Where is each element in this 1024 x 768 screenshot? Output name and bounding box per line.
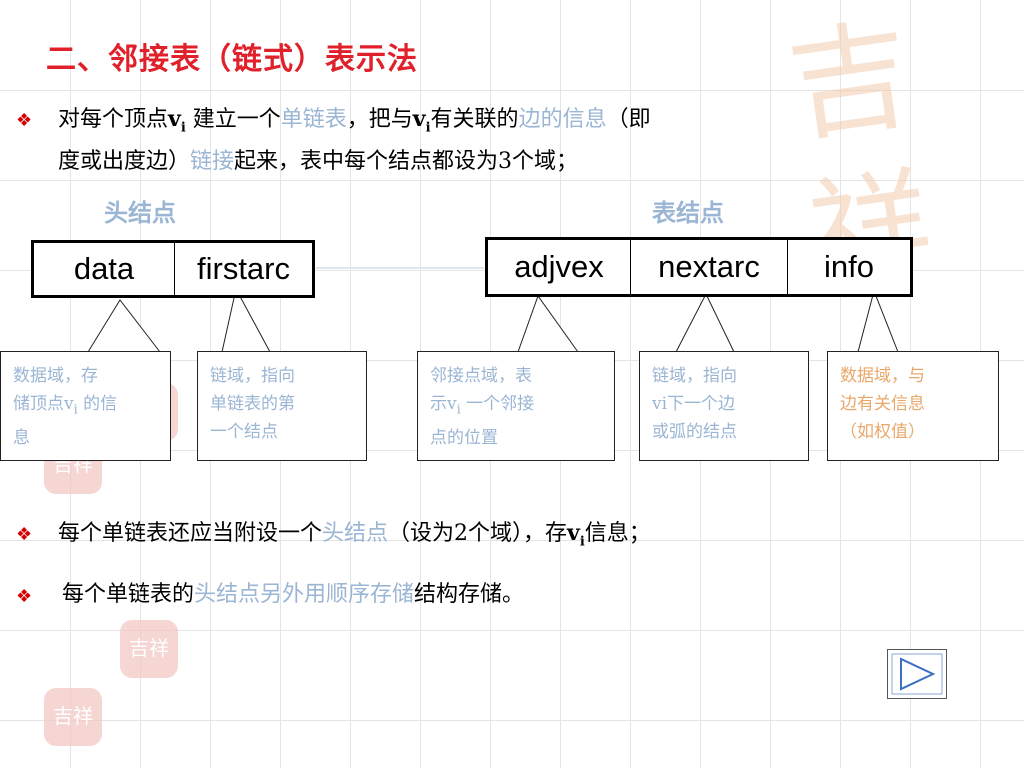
list-node-caption: 表结点 xyxy=(652,198,724,227)
callout-nextarc-field: 链域，指向 vi下一个边 或弧的结点 xyxy=(639,351,809,461)
watermark-seal: 吉祥 xyxy=(44,688,102,746)
bullet-icon: ❖ xyxy=(16,586,33,607)
bullet-icon: ❖ xyxy=(16,524,33,545)
pointer-3 xyxy=(517,294,579,353)
highlight-term: 边的信息 xyxy=(518,107,607,132)
bullet-icon: ❖ xyxy=(16,110,33,131)
bullet-text-2: 每个单链表还应当附设一个头结点（设为2个域），存vi信息； xyxy=(58,520,651,550)
head-node-table: data firstarc xyxy=(31,240,315,298)
list-node-nextarc-cell: nextarc xyxy=(630,238,788,296)
bullet-text-1: 对每个顶点vi 建立一个单链表，把与vi有关联的边的信息（即 度或出度边）链接起… xyxy=(58,106,651,175)
head-node-firstarc-cell: firstarc xyxy=(174,241,314,297)
highlight-term: 头结点另外用顺序存储 xyxy=(194,582,415,607)
page-title: 二、邻接表（链式）表示法 xyxy=(46,42,418,77)
next-slide-button[interactable] xyxy=(887,649,947,699)
pointer-2 xyxy=(221,287,271,353)
head-node-caption: 头结点 xyxy=(104,198,176,227)
bullet-text-3: 每个单链表的头结点另外用顺序存储结构存储。 xyxy=(62,582,525,607)
pointer-4 xyxy=(675,292,735,353)
callout-adjvex-field: 邻接点域，表 示vi 一个邻接 点的位置 xyxy=(417,351,615,461)
play-triangle-icon xyxy=(891,653,943,695)
list-node-adjvex-cell: adjvex xyxy=(486,238,631,296)
highlight-term: 单链表 xyxy=(280,107,347,132)
watermark-seal: 吉祥 xyxy=(120,620,178,678)
list-node-info-cell: info xyxy=(787,238,912,296)
pointer-1 xyxy=(87,299,161,353)
callout-firstarc-field: 链域，指向 单链表的第 一个结点 xyxy=(197,351,367,461)
list-node-table: adjvex nextarc info xyxy=(485,237,913,297)
highlight-term: 头结点 xyxy=(322,521,389,546)
callout-info-field: 数据域，与 边有关信息 （如权值） xyxy=(827,351,999,461)
highlight-term: 链接 xyxy=(190,149,235,175)
head-node-data-cell: data xyxy=(32,241,175,297)
callout-data-field: 数据域，存 储顶点vi 的信 息 xyxy=(0,351,171,461)
pointer-5 xyxy=(857,289,899,353)
